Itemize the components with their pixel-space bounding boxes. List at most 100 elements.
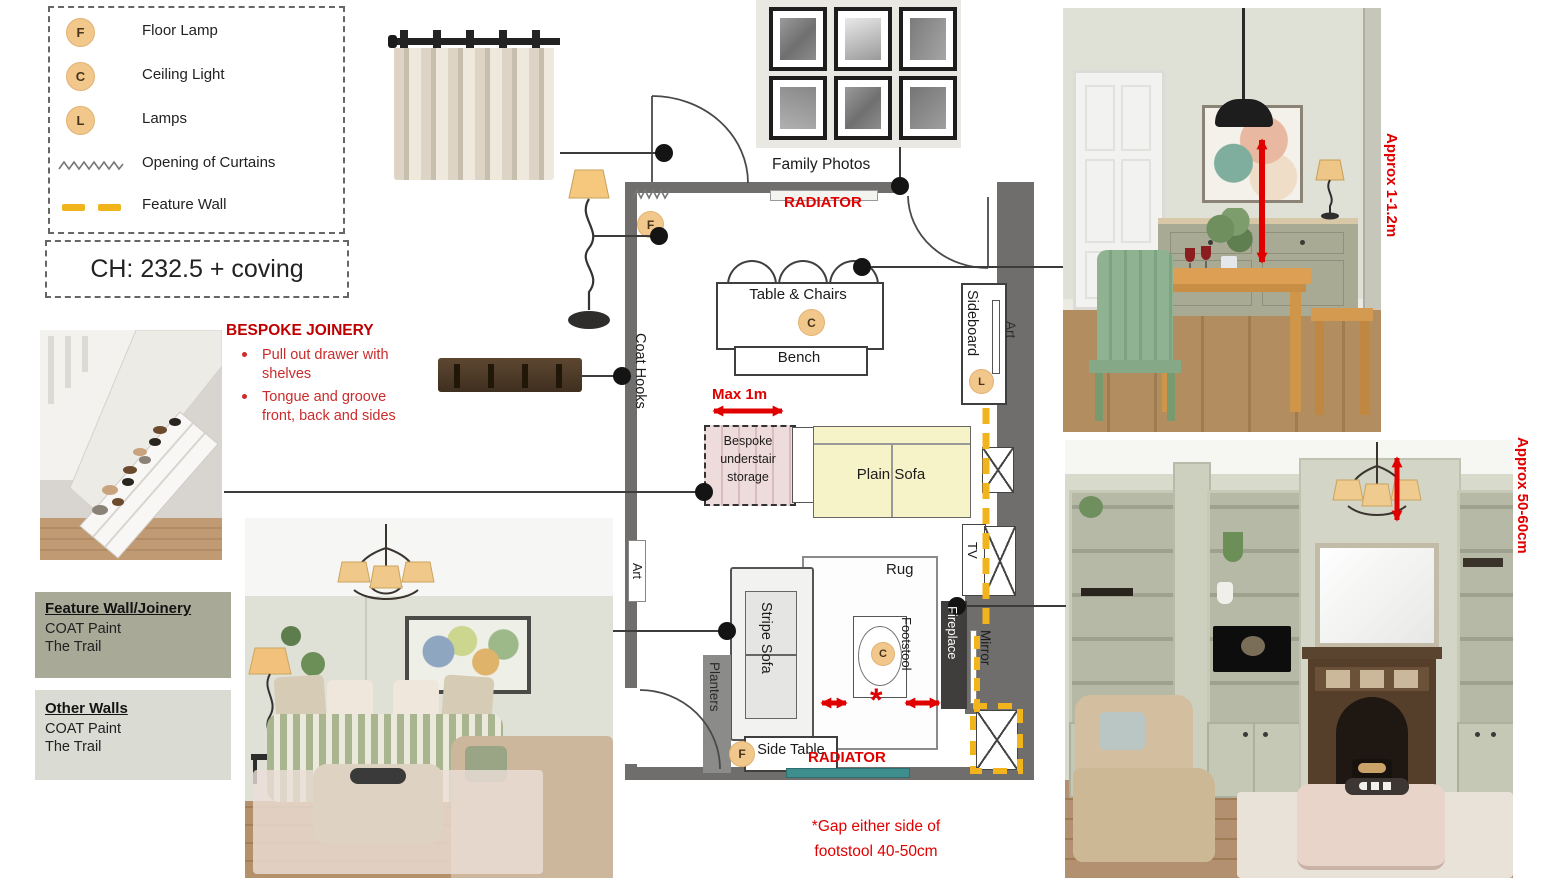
curtain-opening-squiggle (632, 188, 670, 200)
ceiling-height-text: CH: 232.5 + coving (90, 254, 304, 283)
connector-dots (613, 144, 966, 640)
tile (1394, 670, 1418, 688)
legend-row-ceiling-light: C Ceiling Light (50, 62, 343, 96)
bespoke-bullet: Tongue and groove front, back and sides (240, 388, 398, 426)
coat-hook (454, 364, 570, 388)
gap-asterisk: * (870, 682, 883, 718)
bench-top (1311, 308, 1373, 321)
ceiling-light-marker-living: C (871, 642, 895, 666)
photo (845, 87, 881, 129)
wall-corner (1363, 8, 1381, 310)
coat-hooks-label: Coat Hooks (632, 333, 648, 409)
photo-frame (834, 76, 892, 140)
shelf-books (1463, 558, 1503, 567)
curtain-rings (400, 30, 550, 52)
cabinet-knob (1491, 732, 1496, 737)
pendant-cord (1242, 8, 1245, 101)
photo-frame (769, 7, 827, 71)
radiator-bottom-label: RADIATOR (808, 749, 886, 766)
shelf-unit-right (1457, 490, 1513, 728)
door-split (1253, 724, 1255, 796)
pendant-shade (1215, 99, 1273, 127)
living-room-render (245, 518, 613, 878)
shelf-jug (1217, 582, 1233, 604)
chair-leg (1095, 373, 1103, 421)
legend-label: Opening of Curtains (142, 154, 276, 171)
sideboard-top-line (992, 300, 1000, 374)
armchair-base (1073, 768, 1215, 862)
ottoman-tray (350, 768, 406, 784)
bullet-text: Tongue and groove front, back and sides (262, 388, 396, 424)
fireplace-label: Fireplace (945, 606, 960, 660)
cabinet-knob (1243, 732, 1248, 737)
legend-row-feature-wall: Feature Wall (50, 192, 343, 226)
sideboard-label: Sideboard (964, 290, 980, 357)
fire-grate (1352, 759, 1392, 781)
photo-frame (834, 7, 892, 71)
table-skirt (1158, 284, 1306, 292)
other-walls-paint-note: Other Walls COAT Paint The Trail (35, 690, 231, 780)
photo-frame (899, 76, 957, 140)
door-panel (1085, 159, 1115, 243)
door-panel (1121, 159, 1151, 243)
photo-frame (899, 7, 957, 71)
paint-note-line: The Trail (45, 739, 102, 755)
armchair-pillow (1099, 712, 1145, 750)
wall-plant (301, 652, 325, 676)
rug-label: Rug (886, 561, 914, 578)
photo (845, 18, 881, 60)
door-panel (1085, 85, 1115, 151)
mirror-label: Mirror (978, 630, 993, 666)
ottoman (1297, 784, 1445, 870)
curtain-finial (388, 35, 397, 48)
table-lamp (1315, 159, 1345, 220)
cabinet-knob (1475, 732, 1480, 737)
planters-plan (703, 655, 731, 773)
tile-band (1315, 667, 1429, 691)
paint-note-line: COAT Paint (45, 621, 122, 637)
mantel-mirror (1315, 543, 1439, 648)
tv-glow (1241, 636, 1265, 656)
cups (1359, 782, 1395, 790)
ceiling-light-symbol: C (66, 62, 95, 91)
lamp-symbol: L (66, 106, 95, 135)
understair-storage-photo (40, 330, 222, 560)
logs (1358, 763, 1386, 773)
door-panel (1121, 85, 1151, 151)
floor-lamp-marker-side-table: F (729, 741, 755, 767)
bullet-dot (242, 352, 247, 357)
lamp-marker-sideboard: L (969, 369, 994, 394)
tile (1360, 670, 1384, 688)
shelf-unit-left (1069, 490, 1179, 728)
ceiling-light-marker-dining: C (798, 309, 825, 336)
hanging-plant (1223, 532, 1243, 562)
dining-table-top (1153, 268, 1311, 284)
legend-row-lamps: L Lamps (50, 106, 343, 140)
radiator-bottom (786, 768, 910, 778)
bench-leg (1360, 321, 1369, 415)
radiator-top-label: RADIATOR (784, 194, 862, 211)
photo (910, 87, 946, 129)
ottoman-tray (1345, 778, 1409, 795)
bullet-dot (242, 393, 247, 399)
bench-plan (734, 346, 868, 376)
squiggle-icon (58, 160, 124, 171)
floor-lamp-symbol: F (66, 18, 95, 47)
plan-wall-top (625, 182, 900, 193)
feature-wall-dashes (970, 408, 1023, 774)
curtain-fabric (394, 48, 554, 180)
radiator-top (770, 190, 878, 201)
cushion-split (745, 654, 797, 656)
stripe-sofa-label: Stripe Sofa (758, 602, 774, 674)
bespoke-bullet: Pull out drawer with shelves (240, 346, 398, 384)
legend-row-floor-lamp: F Floor Lamp (50, 18, 343, 52)
feature-wall-dash-icon (62, 204, 85, 211)
dimension-arrows (712, 138, 1403, 709)
green-chair-seat (1089, 360, 1181, 373)
wall-plant (281, 626, 301, 646)
curtain-image (388, 14, 562, 184)
feature-wall-paint-note: Feature Wall/Joinery COAT Paint The Trai… (35, 592, 231, 678)
shelf-plant (1079, 496, 1103, 518)
connector-lines (224, 147, 1066, 632)
stripe-sofa-plan (730, 567, 814, 741)
